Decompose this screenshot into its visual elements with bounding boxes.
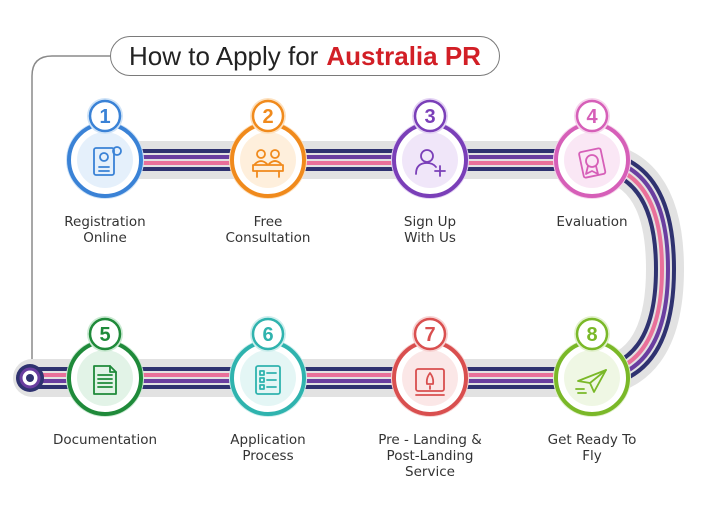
rocket-launch-icon-rocket bbox=[425, 372, 435, 385]
step-3-number: 3 bbox=[424, 106, 435, 128]
paper-plane-icon bbox=[575, 369, 607, 394]
step-4-number: 4 bbox=[586, 106, 598, 128]
step-8-number: 8 bbox=[586, 324, 597, 346]
step-8: 8 bbox=[553, 316, 631, 417]
paper-plane-icon-fold bbox=[589, 369, 607, 384]
rocket-launch-icon bbox=[415, 368, 445, 396]
step-8-inner bbox=[564, 350, 620, 406]
title-accent: Australia PR bbox=[326, 40, 481, 71]
evaluation-badge-icon bbox=[578, 147, 607, 179]
step-5-label: Documentation bbox=[52, 432, 158, 448]
registration-form-icon-sheet bbox=[93, 147, 115, 176]
step-3-inner bbox=[402, 132, 458, 188]
consultation-meeting-icon bbox=[252, 149, 284, 178]
start-dot-core bbox=[26, 374, 34, 382]
application-form-icon-box3 bbox=[259, 384, 265, 390]
user-add-icon-head bbox=[420, 149, 434, 163]
step-4-inner bbox=[564, 132, 620, 188]
step-1-number: 1 bbox=[99, 106, 110, 128]
step-2-number-circle bbox=[251, 99, 285, 133]
user-add-icon bbox=[415, 149, 446, 177]
step-5-number: 5 bbox=[99, 324, 110, 346]
step-5-number-circle bbox=[88, 317, 122, 351]
step-1-label: Registration Online bbox=[64, 214, 146, 246]
application-form-icon bbox=[255, 365, 281, 395]
consultation-meeting-icon-body-b bbox=[268, 160, 282, 165]
consultation-meeting-icon-person-b bbox=[270, 149, 280, 159]
step-1: 1 bbox=[66, 98, 144, 199]
step-7-label: Pre - Landing & Post-Landing Service bbox=[378, 432, 482, 480]
step-2: 2 bbox=[229, 98, 307, 199]
document-icon bbox=[93, 365, 117, 395]
step-8-number-circle bbox=[575, 317, 609, 351]
step-6-label: Application Process bbox=[230, 432, 306, 464]
step-4-number-circle bbox=[575, 99, 609, 133]
title-connector-line bbox=[31, 55, 110, 360]
track-lane-1 bbox=[32, 167, 659, 371]
consultation-meeting-icon-body-a bbox=[254, 160, 268, 165]
rocket-launch-icon-screen bbox=[415, 368, 445, 392]
step-5-inner bbox=[77, 350, 133, 406]
application-form-icon-box1 bbox=[259, 370, 265, 376]
step-7-number-circle bbox=[413, 317, 447, 351]
application-form-icon-box2 bbox=[259, 377, 265, 383]
registration-form-icon-badge bbox=[112, 146, 122, 156]
step-2-label: Free Consultation bbox=[225, 214, 311, 246]
title-lead: How to Apply for bbox=[129, 40, 319, 71]
document-icon-sheet bbox=[93, 365, 117, 395]
step-4-label: Evaluation bbox=[556, 214, 628, 230]
track-background bbox=[13, 141, 685, 397]
step-6-inner bbox=[240, 350, 296, 406]
consultation-meeting-icon-table bbox=[252, 164, 284, 172]
step-8-label: Get Ready To Fly bbox=[547, 432, 637, 464]
step-4: 4 bbox=[553, 98, 631, 199]
step-6: 6 bbox=[229, 316, 307, 417]
step-5: 5 bbox=[66, 316, 144, 417]
application-form-icon-sheet bbox=[255, 365, 281, 395]
step-2-number: 2 bbox=[262, 106, 273, 128]
evaluation-badge-icon-ribbon bbox=[585, 165, 599, 175]
step-3: 3 bbox=[391, 98, 469, 199]
step-3-number-circle bbox=[413, 99, 447, 133]
step-6-number: 6 bbox=[262, 324, 273, 346]
paper-plane-icon-wing bbox=[577, 369, 607, 393]
step-1-number-circle bbox=[88, 99, 122, 133]
consultation-meeting-icon-person-a bbox=[256, 149, 266, 159]
registration-form-icon bbox=[93, 146, 122, 176]
step-2-inner bbox=[240, 132, 296, 188]
step-7-inner bbox=[402, 350, 458, 406]
user-add-icon-body bbox=[415, 162, 437, 175]
document-icon-fold bbox=[109, 365, 117, 373]
evaluation-badge-icon-sheet bbox=[578, 147, 607, 179]
page-title: How to Apply for Australia PR bbox=[110, 36, 500, 76]
step-7: 7 bbox=[391, 316, 469, 417]
registration-form-icon-head bbox=[99, 152, 109, 162]
track-lane-2 bbox=[32, 161, 665, 377]
evaluation-badge-icon-seal bbox=[585, 154, 599, 168]
step-1-inner bbox=[77, 132, 133, 188]
step-6-number-circle bbox=[251, 317, 285, 351]
step-7-number: 7 bbox=[424, 324, 435, 346]
step-3-label: Sign Up With Us bbox=[403, 214, 457, 246]
